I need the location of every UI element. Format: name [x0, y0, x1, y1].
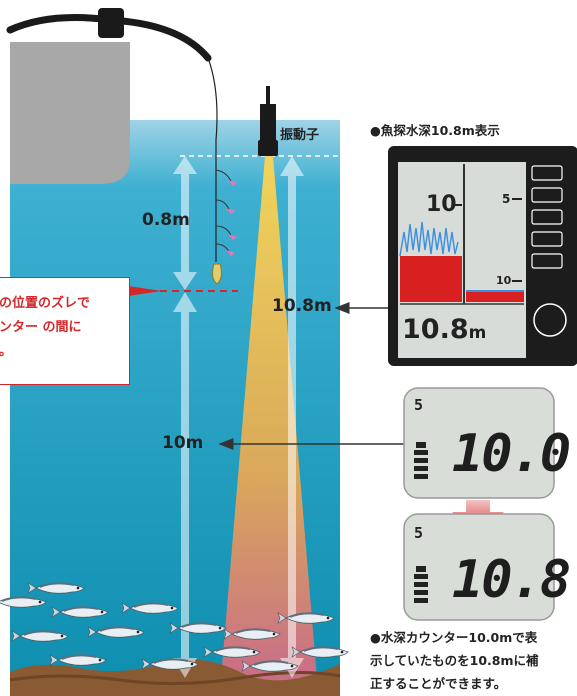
caption-line-3: 正することができます。: [370, 676, 507, 691]
fish: [49, 654, 107, 666]
fish-school: [0, 582, 349, 672]
callout-line-2: ンター の間に: [0, 320, 82, 335]
fish: [277, 612, 335, 624]
fishing-line: [207, 57, 218, 262]
fishfinder-title: ●魚探水深10.8m表示: [370, 123, 500, 138]
caption-line-1: ●水深カウンター10.0mで表: [370, 630, 538, 645]
transducer-label: 振動子: [280, 128, 320, 143]
fishfinder-depth-readout: 10.8m: [402, 314, 487, 345]
counter-after-small: 5: [414, 524, 424, 542]
sabiki-rig: [212, 169, 237, 285]
offset-arrow: [173, 156, 197, 290]
warning-callout: の位置のズレで ンター の間に 。: [0, 277, 130, 385]
fishfinder-scale-main: 10: [426, 192, 457, 217]
depth-counter-after: [403, 513, 555, 621]
counter-after-value: 10.8: [452, 550, 571, 610]
fish: [87, 626, 145, 638]
fish: [27, 582, 85, 594]
fish: [0, 596, 47, 608]
depth-arrow-full: [280, 156, 304, 678]
fish: [11, 630, 69, 642]
fish: [121, 602, 179, 614]
full-depth-label: 10.8m: [272, 296, 332, 316]
fish: [291, 646, 349, 658]
fish: [141, 658, 199, 670]
counter-before-small: 5: [414, 396, 424, 414]
caption: ●水深カウンター10.0mで表 示していたものを10.8mに補 正することができ…: [370, 626, 577, 695]
depth-arrow-counter: [173, 292, 197, 678]
depth-counter-before: [403, 387, 555, 499]
fish: [169, 622, 227, 634]
fish: [223, 628, 281, 640]
seabed: [10, 659, 340, 696]
callout-line-1: の位置のズレで: [0, 296, 91, 311]
fishfinder-scale-top: 5: [502, 192, 511, 206]
callout-line-3: 。: [0, 344, 13, 359]
offset-distance-label: 0.8m: [142, 210, 190, 230]
transducer: [258, 86, 278, 156]
fish: [241, 660, 299, 672]
rod-reel: [98, 8, 124, 38]
battery-icon: [414, 566, 428, 603]
rig-position-pointer: [128, 286, 162, 296]
caption-line-2: 示していたものを10.8mに補: [370, 653, 539, 668]
fishfinder-scale-bottom: 10: [496, 274, 512, 287]
counter-before-value: 10.0: [452, 424, 571, 484]
boat-hull: [10, 42, 130, 184]
fish: [203, 646, 261, 658]
fish-finder: [388, 146, 577, 366]
fish: [51, 606, 109, 618]
battery-icon: [414, 442, 428, 479]
counter-depth-label: 10m: [162, 433, 204, 453]
